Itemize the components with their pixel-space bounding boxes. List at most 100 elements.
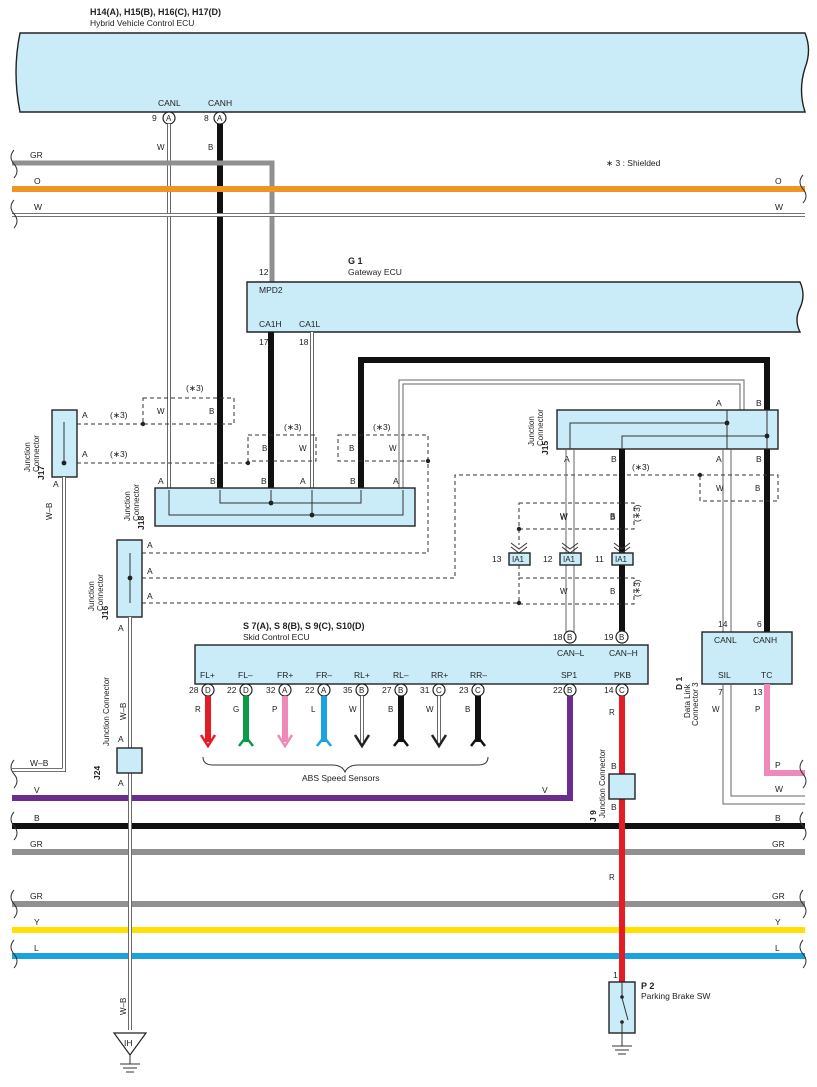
j16-shield-2 (142, 474, 700, 579)
shield-mark-dlc: (∗3) (632, 462, 650, 472)
skid-term-label: FL+ (200, 670, 215, 680)
skid-pin-14-pkb: 14 (604, 685, 614, 695)
j15-l1: Junction (527, 416, 536, 446)
j16-shield-node-1 (425, 458, 431, 464)
skid-pkb: PKB (614, 670, 631, 680)
j17-shield-node-1 (140, 421, 146, 427)
skid-term-arrow-down-icon (199, 734, 217, 749)
wire-code-j16-wb: W–B (119, 703, 128, 720)
skid-term-conn: B (359, 686, 364, 695)
shield-mark-2: (∗3) (284, 422, 302, 432)
skid-term-pin: 22 (227, 685, 237, 695)
ia1-box-3 (611, 552, 634, 566)
wire-code-wb-left: W–B (30, 758, 49, 768)
skid-term-conn: D (205, 686, 211, 695)
shield2-w: W (299, 444, 307, 453)
shield3-b: B (349, 444, 354, 453)
hv-ecu-conn-a1: A (166, 114, 172, 123)
j16-l1: Junction (87, 581, 96, 611)
wire-code-l-right: L (775, 943, 780, 953)
wire-dlc-canh (358, 357, 770, 632)
skid-term-conn: C (436, 686, 442, 695)
j16-a1: A (147, 540, 153, 550)
ia1-chevron-2 (561, 542, 579, 554)
dlc-canh: CANH (753, 635, 777, 645)
skid-term-pin: 27 (382, 685, 392, 695)
j18-pin-b2: B (261, 476, 267, 486)
j15-box (556, 409, 779, 450)
j17-a1: A (82, 410, 88, 420)
skid-name: Skid Control ECU (243, 632, 310, 642)
wire-sil-2 (730, 684, 805, 797)
skid-term-arrow-up-icon (393, 734, 409, 747)
j15-top-a: A (716, 398, 722, 408)
j17-l1: Junction (23, 442, 32, 472)
wire-code-r-pkb-1: R (609, 708, 615, 717)
shield1-w: W (157, 407, 165, 416)
j15-node-a (724, 420, 730, 426)
shield-box-ia1-top (518, 502, 635, 530)
j15-id: J15 (540, 441, 550, 455)
wire-code-r-pkb-2: R (609, 873, 615, 882)
j18-id: J18 (136, 516, 146, 530)
ia1-top-b: B (610, 512, 615, 521)
wire-code-y-left: Y (34, 917, 40, 927)
j18-pin-a2: A (300, 476, 306, 486)
skid-term-wire-code: G (233, 705, 239, 714)
wire-code-o-left: O (34, 176, 41, 186)
j18-pin-b1: B (210, 476, 216, 486)
skid-term-arrow-up-icon (238, 734, 254, 747)
skid-term-pin: 31 (420, 685, 430, 695)
skid-conn-pkb: C (619, 686, 625, 695)
hv-ecu-canl-label: CANL (158, 98, 181, 108)
skid-term-arrow-down-icon (276, 734, 294, 749)
gateway-mpd2: MPD2 (259, 285, 283, 295)
wire-code-w-right: W (775, 202, 783, 212)
wire-code-gr2-left: GR (30, 891, 43, 901)
j16-node (127, 575, 133, 581)
shield3-w: W (389, 444, 397, 453)
wire-code-canh-b: B (610, 513, 615, 522)
dlc-pin-6: 6 (757, 619, 762, 629)
skid-box (194, 644, 649, 685)
ia1-box-2 (559, 552, 582, 566)
j17-shield-node-2 (245, 460, 251, 466)
skid-can-h: CAN–H (609, 648, 638, 658)
gateway-name: Gateway ECU (348, 267, 402, 277)
wire-code-hv-canl: W (157, 143, 165, 152)
hv-ecu-name: Hybrid Vehicle Control ECU (90, 18, 194, 28)
gateway-ca1l: CA1L (299, 319, 321, 329)
skid-term-pin: 28 (189, 685, 199, 695)
skid-term-pin: 23 (459, 685, 469, 695)
j16-id: J16 (100, 606, 110, 620)
parking-switch-contact-bot (620, 1020, 624, 1024)
skid-conn-b1: B (567, 633, 572, 642)
wire-code-l-left: L (34, 943, 39, 953)
shield-box-3 (337, 434, 429, 462)
j24-id: J24 (92, 766, 102, 780)
wire-v (12, 696, 573, 801)
j9-id: J 9 (588, 810, 598, 822)
j24-l1: Junction Connector (102, 677, 111, 746)
dlc-name-2: Connector 3 (691, 682, 700, 726)
ground-icon (120, 1055, 140, 1073)
skid-term-label: RL+ (354, 670, 370, 680)
j18-node-b (268, 500, 274, 506)
j24-box (116, 747, 143, 774)
j9-b2: B (611, 802, 617, 812)
hv-ecu-pin-9: 9 (152, 113, 157, 123)
skid-term-conn: D (243, 686, 249, 695)
skid-pin-19: 19 (604, 632, 614, 642)
wire-code-ground-wb: W–B (119, 998, 128, 1015)
skid-conn-sp1: B (567, 686, 572, 695)
j17-box (51, 409, 78, 478)
j17-shield-b: (∗3) (110, 449, 128, 459)
skid-term-pin: 32 (266, 685, 276, 695)
shield1-b: B (209, 407, 214, 416)
wire-code-tc: P (755, 705, 760, 714)
shield2-b: B (262, 444, 267, 453)
j17-node (61, 460, 67, 466)
wire-j15-w2 (402, 383, 741, 490)
hv-ecu-box (15, 32, 810, 113)
